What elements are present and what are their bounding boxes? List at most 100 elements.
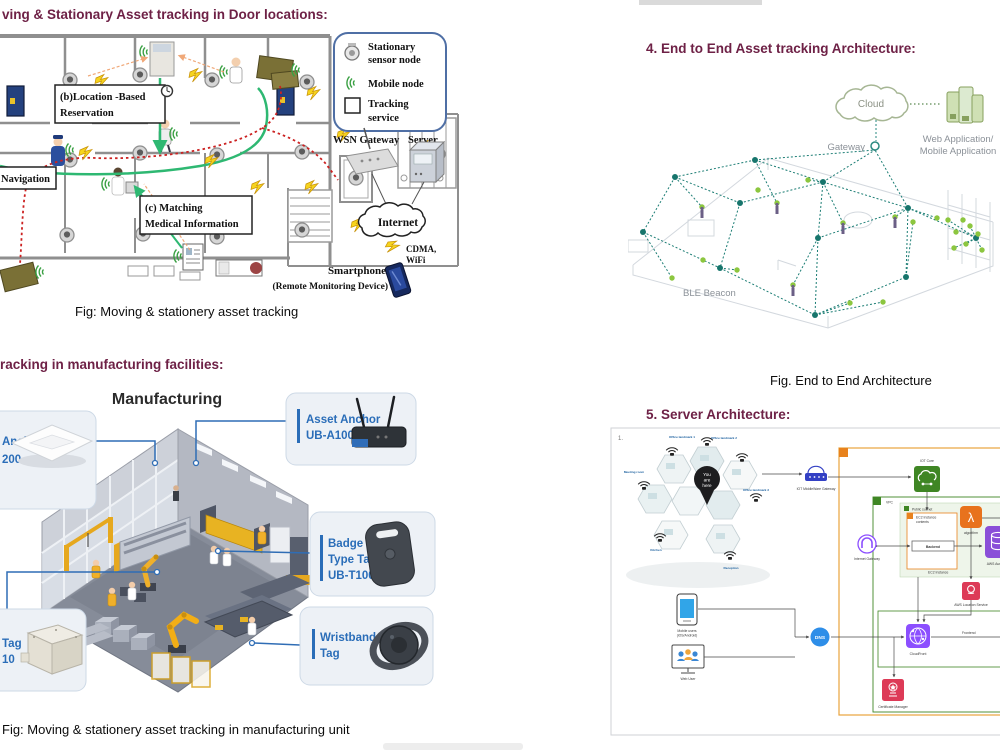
svg-text:Reservation: Reservation [60, 108, 114, 119]
middleware-gateway-icon [805, 465, 827, 481]
svg-text:WiFi: WiFi [406, 255, 426, 265]
cloudfront-icon [906, 624, 930, 648]
svg-text:Office landmark 1: Office landmark 1 [669, 435, 695, 439]
patient-bed [215, 259, 263, 277]
doctor [219, 57, 243, 84]
svg-text:Meeting room: Meeting room [624, 470, 645, 474]
card-connectors [6, 420, 311, 646]
svg-text:algorithm: algorithm [964, 531, 978, 535]
svg-text:Internet Gateway: Internet Gateway [854, 557, 880, 561]
office-map: Meeting room Office landmark 1 Office la… [624, 435, 770, 588]
svg-text:AWS Location Service: AWS Location Service [954, 603, 988, 607]
ec2-contents-icon [907, 513, 913, 519]
svg-text:Office landmark 3: Office landmark 3 [743, 488, 769, 492]
vpc-region [872, 496, 1000, 713]
wristband-icon [369, 621, 429, 671]
web-user-icon [671, 644, 705, 674]
certificate-manager-icon [882, 679, 904, 701]
warehouse-outline [628, 157, 994, 329]
svg-text:Mobile node: Mobile node [368, 79, 424, 90]
gateway-label: Gateway [828, 142, 866, 153]
stationary-node-icon [344, 43, 360, 61]
server-architecture-figure: 1. Meeting room Office landmark 1 Office… [610, 427, 1000, 736]
svg-text:Certificate Manager: Certificate Manager [878, 705, 908, 709]
aws-cloud-icon [839, 448, 848, 457]
web-application-icon [946, 86, 984, 124]
dns-icon: DNS [810, 627, 830, 647]
location-service-icon [962, 582, 980, 600]
svg-text:CDMA,: CDMA, [406, 244, 436, 254]
card-badge-tag: Badge Type Tag UB-T100 [309, 511, 436, 597]
tracking-service-icon [344, 97, 361, 114]
green-route [0, 87, 269, 176]
caption-e2e-figure: Fig. End to End Architecture [770, 373, 932, 388]
sensing-arrow [177, 54, 225, 73]
svg-text:are: are [704, 478, 711, 483]
svg-text:CloudFront: CloudFront [910, 652, 927, 656]
industrial-tag-icon [20, 624, 84, 675]
gateway-node [870, 141, 880, 151]
svg-text:(Remote Monitoring Device): (Remote Monitoring Device) [272, 281, 388, 292]
badge-tag-icon [365, 521, 415, 587]
door-icon [6, 85, 25, 117]
svg-text:Mobile Application: Mobile Application [920, 146, 997, 157]
svg-text:Stationary: Stationary [368, 42, 416, 53]
ble-mesh [642, 149, 983, 316]
public-subnet-label: Public subnet [912, 508, 932, 512]
floorplan-legend: Stationary sensor node Mobile node Track… [333, 32, 447, 132]
navigation-label: Navigation [1, 174, 50, 185]
floorplan-figure: (b)Location -Based Reservation Navigatio… [0, 32, 459, 298]
label-box-reservation: (b)Location -Based Reservation [54, 84, 166, 124]
svg-text:Tracking: Tracking [368, 99, 409, 110]
caption-manufacturing-figure: Fig: Moving & stationery asset tracking … [2, 722, 350, 737]
ble-beacon-label: BLE Beacon [683, 288, 736, 299]
red-dotted-route [19, 85, 282, 265]
vpc-icon [873, 497, 881, 505]
connectors [698, 472, 1000, 678]
section-heading-server: 5. Server Architecture: [646, 407, 791, 422]
iot-core-icon [914, 466, 940, 492]
svg-text:here: here [702, 483, 712, 488]
door-icon [276, 84, 295, 116]
svg-text:Tag: Tag [320, 648, 340, 660]
aws-cloud-region [838, 447, 1000, 716]
svg-text:UB-A100: UB-A100 [306, 430, 354, 442]
svg-text:Internet: Internet [378, 217, 418, 229]
network-lines [371, 173, 425, 205]
svg-text:EC2 Instance: EC2 Instance [916, 516, 936, 520]
svg-text:(iOS/Android): (iOS/Android) [677, 634, 698, 638]
ec2-instance-label: EC2 Instance [928, 571, 948, 575]
svg-text:sensor node: sensor node [368, 55, 421, 66]
wsn-gateway-icon [345, 127, 399, 175]
section-heading-manufacturing: racking in manufacturing facilities: [0, 357, 224, 372]
you-are-here-pin: You are here [694, 466, 720, 505]
svg-text:Backend: Backend [926, 545, 940, 549]
svg-text:Web Application/: Web Application/ [923, 134, 994, 145]
desks [127, 265, 201, 281]
svg-text:Medical Information: Medical Information [145, 219, 239, 230]
lambda-icon: λ [960, 506, 982, 528]
iot-core-label: IOT Core [920, 459, 934, 463]
reservation-label: (b)Location -Based [60, 92, 146, 103]
asset-cart-bottom [0, 261, 45, 293]
svg-text:Type Tag: Type Tag [328, 554, 377, 566]
label-box-navigation: Navigation [0, 166, 57, 190]
server-icon [408, 140, 446, 184]
section-heading-door: ving & Stationary Asset tracking in Door… [2, 7, 328, 22]
svg-text:Wristband: Wristband [320, 632, 376, 644]
cloud-node: Cloud [835, 84, 909, 122]
bottom-scroll-artifact [383, 743, 523, 750]
card-wristband-tag: Wristband Tag [299, 606, 434, 686]
welder-worker [173, 485, 179, 501]
scene-title: Manufacturing [112, 391, 222, 408]
svg-text:UB-T100: UB-T100 [328, 570, 375, 582]
svg-text:Reception: Reception [724, 566, 739, 570]
card-asset-anchor-a100: Asset Anchor UB-A100 [285, 392, 417, 466]
aurora-icon [985, 526, 1000, 558]
clock-icon [160, 84, 174, 98]
e2e-figure: Cloud Web Application/ Mobile Applicatio… [628, 84, 997, 329]
backend-box [911, 540, 955, 552]
svg-text:Web User: Web User [680, 677, 696, 681]
svg-text:AWS Aurora: AWS Aurora [987, 562, 1000, 566]
